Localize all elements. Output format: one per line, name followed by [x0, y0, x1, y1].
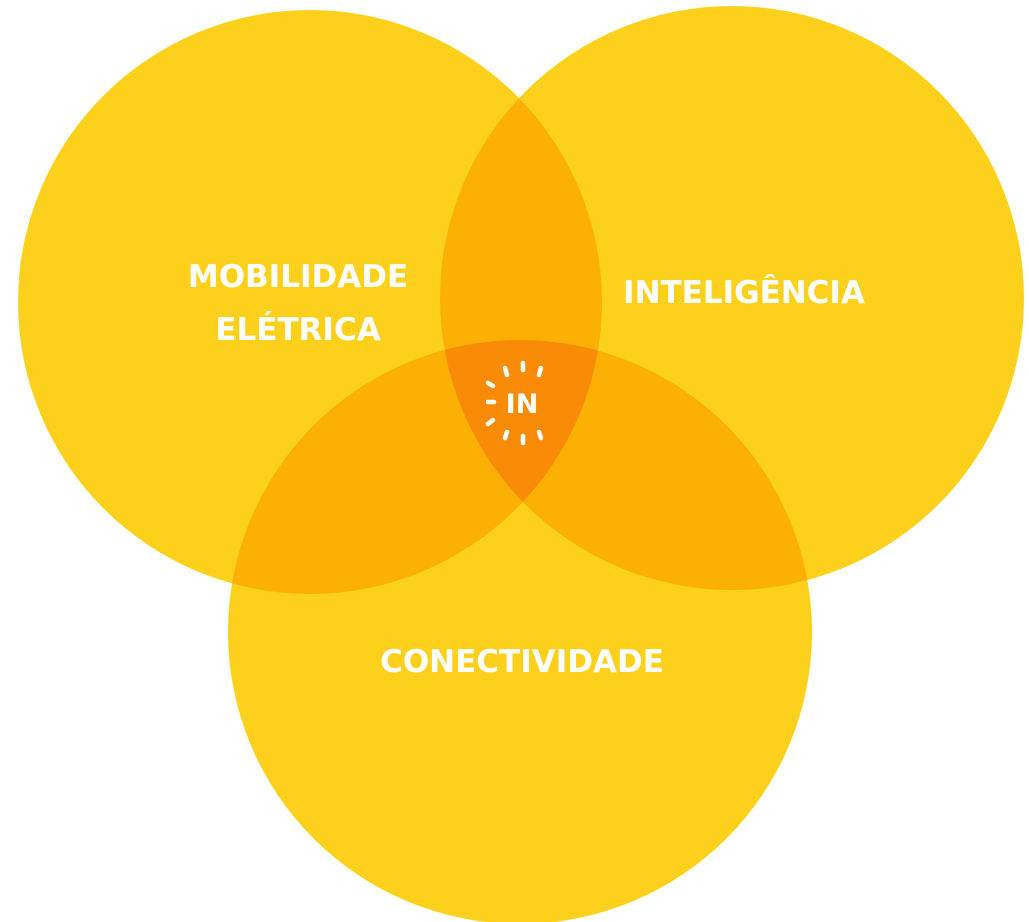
- label-inteligencia: INTELIGÊNCIA: [623, 275, 865, 311]
- logo-text: IN: [506, 389, 539, 420]
- label-mobilidade-line-1: MOBILIDADE: [188, 259, 408, 295]
- label-conectividade: CONECTIVIDADE: [380, 644, 664, 680]
- center-logo: IN: [485, 360, 544, 446]
- sunburst-icon: [485, 360, 544, 446]
- overlap-mobilidade-conectividade: [228, 340, 602, 594]
- overlap-inteligencia-conectividade: [440, 340, 812, 590]
- label-mobilidade-line-2: ELÉTRICA: [215, 312, 380, 348]
